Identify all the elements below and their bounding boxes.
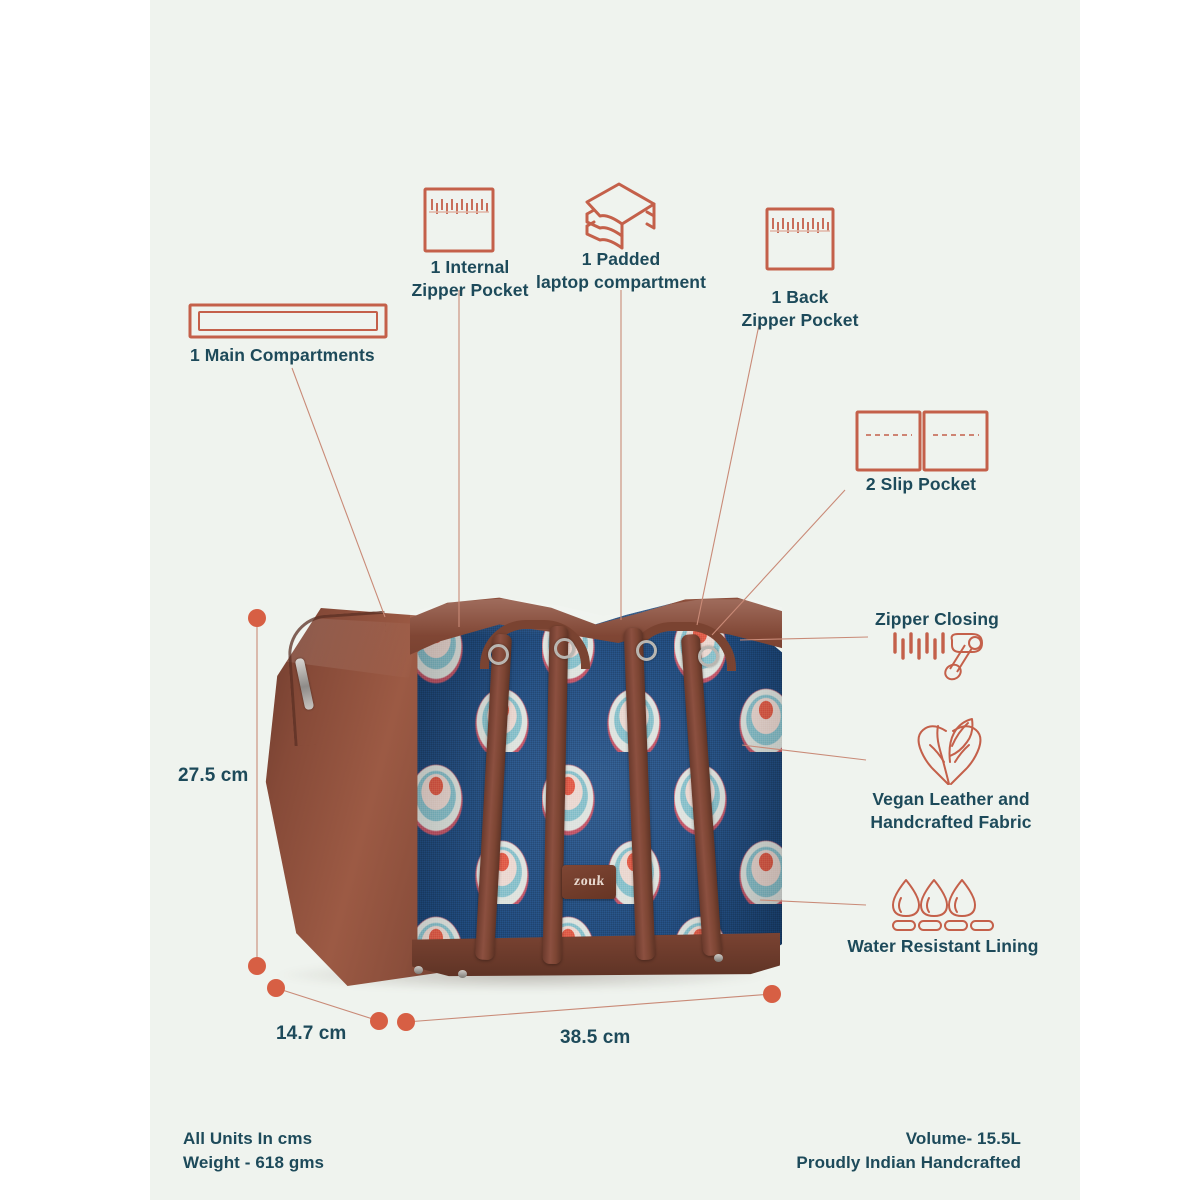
footer-volume-label: Volume- 15.5L [905, 1129, 1021, 1148]
bag-d-ring-right-2 [698, 646, 719, 667]
product-bag-image: zouk [262, 597, 782, 992]
feature-label-internal-zipper-line1: 1 Internal [430, 257, 510, 277]
dimension-label-depth: 14.7 cm [276, 1023, 347, 1044]
feature-label-vegan-leather-line1: Vegan Leather and [872, 789, 1030, 809]
feature-label-vegan-leather-line2: Handcrafted Fabric [870, 812, 1032, 832]
feature-label-laptop-compartment-line2: laptop compartment [535, 272, 707, 292]
feature-label-zipper-closing: Zipper Closing [875, 609, 999, 629]
bag-foot-2 [458, 970, 467, 978]
feature-label-main-compartments: 1 Main Compartments [190, 345, 375, 365]
bag-top-yoke-highlight [410, 598, 782, 636]
footer-weight-label: Weight - 618 gms [183, 1153, 325, 1172]
feature-label-back-zipper-line1: 1 Back [771, 287, 829, 307]
feature-label-internal-zipper-line2: Zipper Pocket [411, 280, 529, 300]
feature-label-laptop-compartment-line1: 1 Padded [581, 249, 661, 269]
dimension-label-width: 38.5 cm [560, 1027, 631, 1048]
feature-label-slip-pocket: 2 Slip Pocket [865, 474, 977, 494]
feature-label-back-zipper-line2: Zipper Pocket [741, 310, 859, 330]
bag-foot-3 [714, 954, 723, 962]
footer-units-label: All Units In cms [183, 1129, 313, 1148]
footer-origin-label: Proudly Indian Handcrafted [796, 1153, 1021, 1172]
dimension-label-height: 27.5 cm [178, 765, 249, 786]
brand-tag-label: zouk [573, 874, 605, 889]
bag-foot-1 [414, 966, 423, 974]
brand-tag: zouk [562, 865, 616, 899]
feature-label-water-resistant: Water Resistant Lining [847, 936, 1039, 956]
bag-d-ring-right [636, 640, 657, 661]
bag-d-ring-left [488, 644, 509, 665]
bag-d-ring-left-2 [554, 638, 575, 659]
